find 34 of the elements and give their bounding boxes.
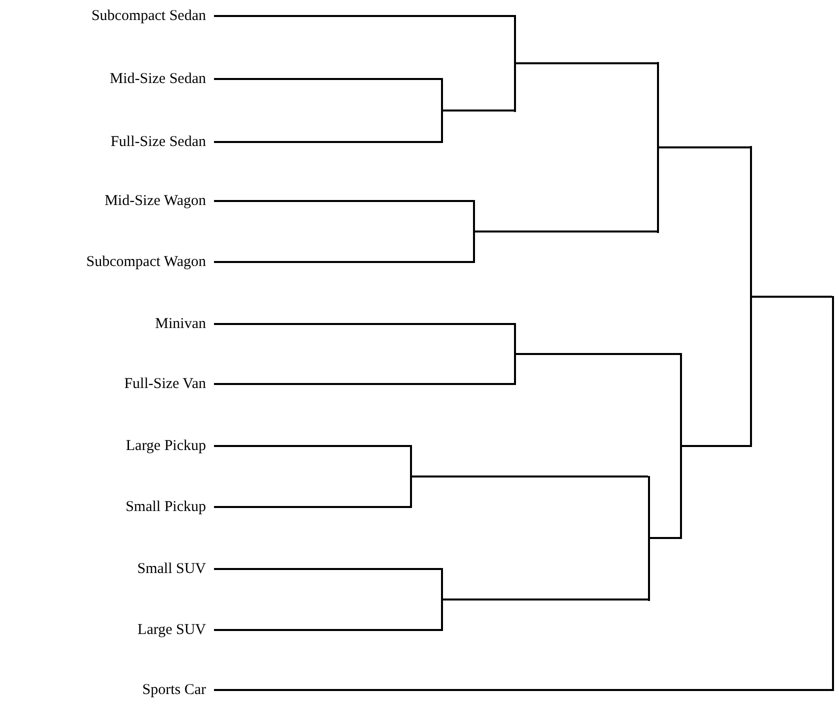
connector-line <box>214 506 410 508</box>
leaf-label: Small SUV <box>137 560 206 579</box>
connector-line <box>443 110 514 112</box>
leaf-label: Sports Car <box>142 681 206 700</box>
connector-line <box>214 261 473 263</box>
leaf-label: Minivan <box>155 315 206 334</box>
connector-line <box>412 476 648 478</box>
leaf-label: Small Pickup <box>126 498 206 517</box>
connector-line <box>214 141 441 143</box>
leaf-label: Large Pickup <box>126 437 206 456</box>
leaf-label: Large SUV <box>138 621 206 640</box>
leaf-label: Mid-Size Wagon <box>104 192 206 211</box>
connector-line <box>682 445 750 447</box>
connector-line <box>214 629 441 631</box>
connector-line <box>475 230 657 232</box>
connector-line <box>214 383 514 385</box>
connector-line <box>752 296 832 298</box>
connector-line <box>659 146 750 148</box>
connector-line <box>214 78 441 80</box>
connector-line <box>214 15 514 17</box>
connector-line <box>516 353 680 355</box>
connector-line <box>516 62 657 64</box>
connector-line <box>214 200 473 202</box>
connector-line <box>214 568 441 570</box>
connector-line <box>443 598 648 600</box>
leaf-label: Subcompact Sedan <box>91 7 206 26</box>
leaf-label: Full-Size Van <box>124 375 206 394</box>
connector-line <box>650 537 680 539</box>
connector-line <box>214 323 514 325</box>
connector-line <box>214 445 410 447</box>
leaf-label: Mid-Size Sedan <box>110 70 206 89</box>
leaf-label: Subcompact Wagon <box>86 253 206 272</box>
connector-line <box>214 689 832 691</box>
leaf-label: Full-Size Sedan <box>110 133 206 152</box>
